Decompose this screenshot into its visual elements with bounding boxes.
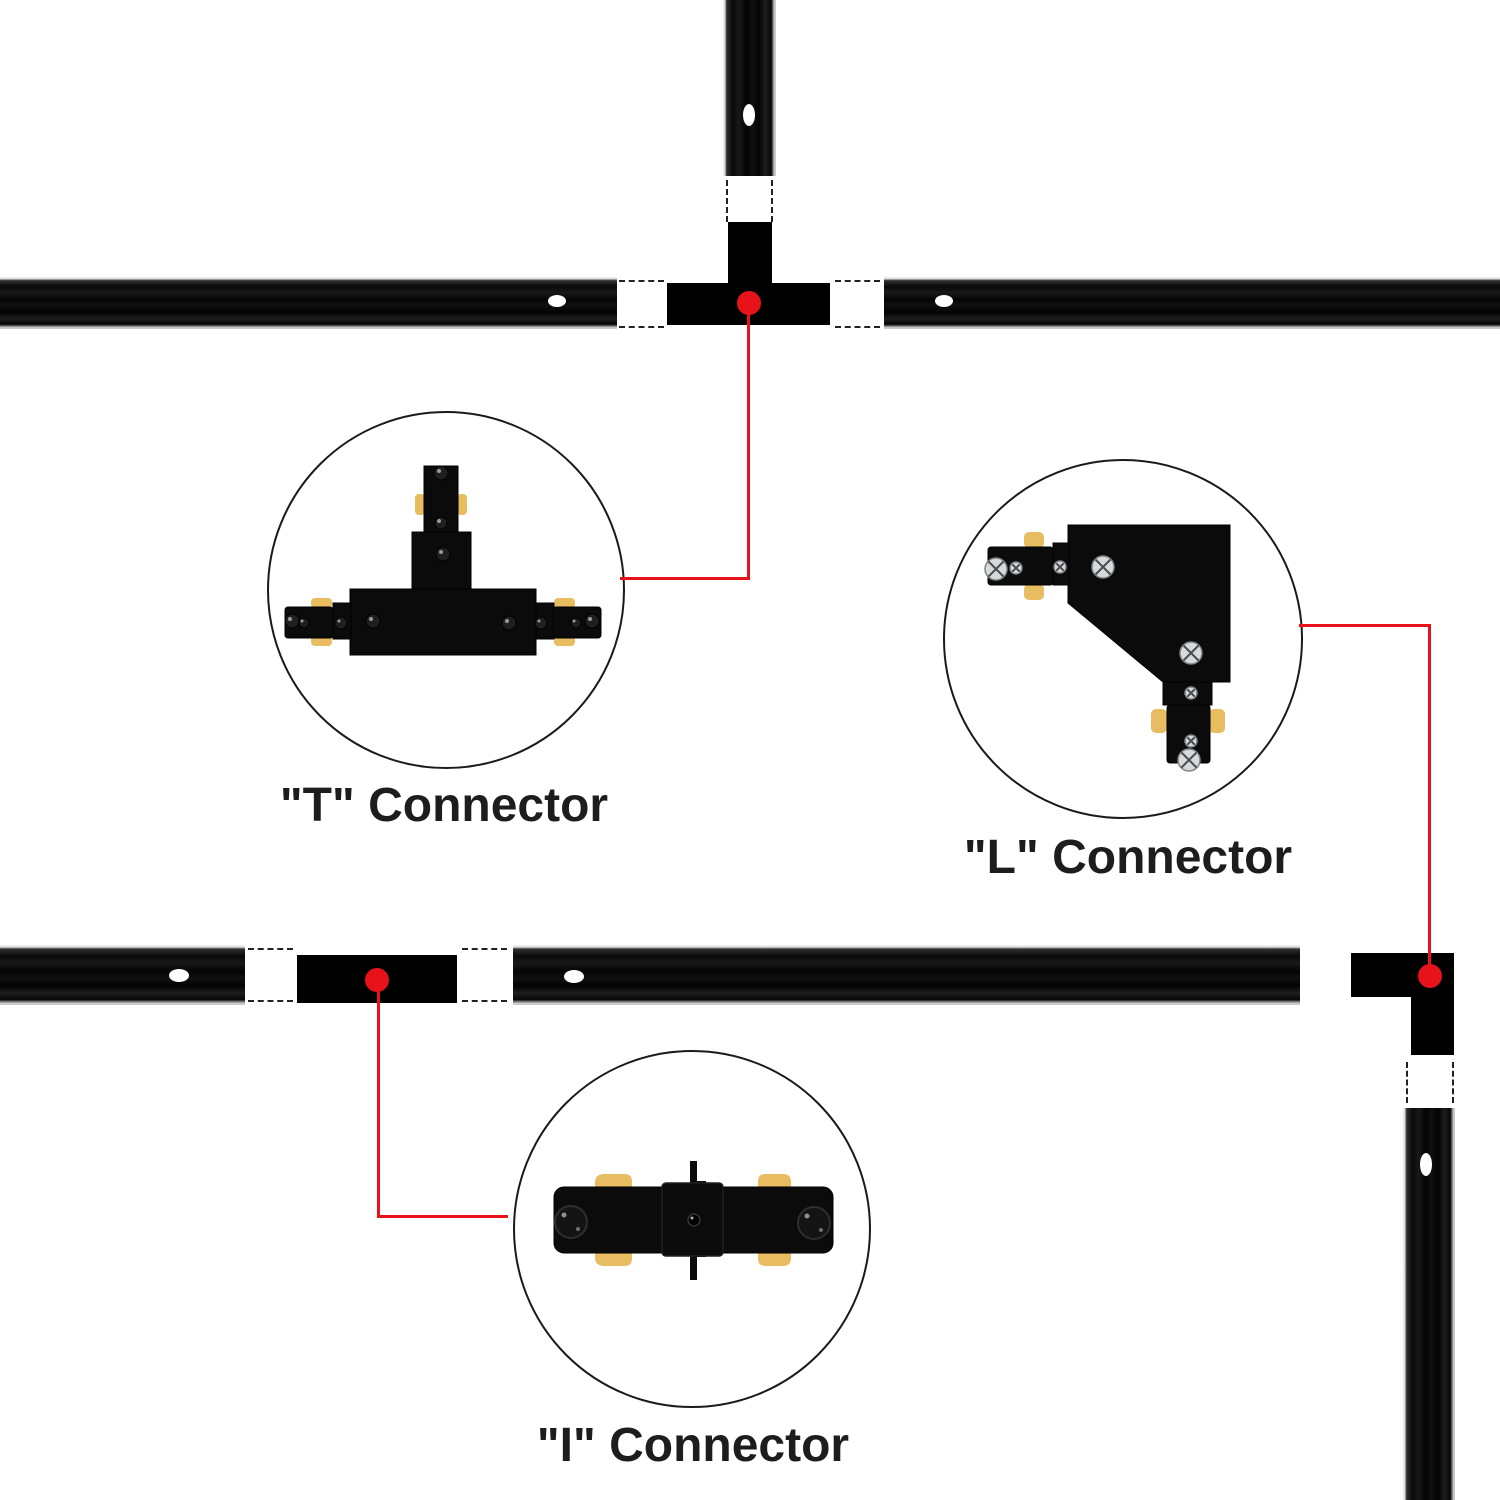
l-connector-gold-tabs [1024, 532, 1225, 733]
t-connector-illustration [284, 465, 602, 656]
l-connector-label: "L" Connector [963, 831, 1293, 884]
callout-line-l-horizontal [1299, 624, 1431, 627]
screw-slot [564, 970, 584, 983]
l-connector-screws [984, 555, 1203, 772]
t-connector-on-track-stem [728, 222, 772, 283]
callout-dot-t [737, 291, 761, 315]
i-connector-illustration [553, 1161, 834, 1280]
i-connector-label: "I" Connector [536, 1419, 850, 1472]
callout-line-i-vertical [377, 985, 380, 1218]
callout-line-t-vertical [747, 303, 750, 579]
callout-line-l-vertical [1428, 624, 1431, 969]
track-rail-bottom-left [0, 945, 245, 1005]
dashed-gap-top-left [619, 280, 664, 328]
t-connector-label: "T" Connector [279, 779, 609, 832]
l-connector-on-track-vertical [1411, 997, 1454, 1055]
l-connector-illustration [984, 524, 1231, 772]
dashed-gap-i-right [462, 948, 507, 1002]
dashed-gap-bottom-vertical [1406, 1062, 1454, 1103]
callout-line-i-horizontal [377, 1215, 508, 1218]
i-connector-gold-tabs [595, 1174, 791, 1266]
callout-line-t-horizontal [620, 577, 750, 580]
track-rail-top-vertical [723, 0, 776, 176]
i-connector-screws [554, 1205, 831, 1240]
screw-slot [169, 969, 189, 982]
dashed-gap-top-right [835, 280, 880, 328]
dashed-gap-i-left [248, 948, 293, 1002]
track-rail-bottom-right [513, 945, 1300, 1005]
callout-dot-l [1418, 964, 1442, 988]
dashed-gap-top-vertical [726, 180, 773, 222]
screw-slot [1420, 1153, 1432, 1176]
screw-slot [935, 295, 953, 307]
screw-slot [743, 104, 755, 126]
track-rail-top-right [884, 277, 1500, 329]
t-connector-body [284, 465, 602, 656]
track-rail-top-left [0, 277, 617, 329]
t-connector-screws [284, 465, 600, 631]
screw-slot [548, 295, 566, 307]
callout-dot-i [365, 968, 389, 992]
